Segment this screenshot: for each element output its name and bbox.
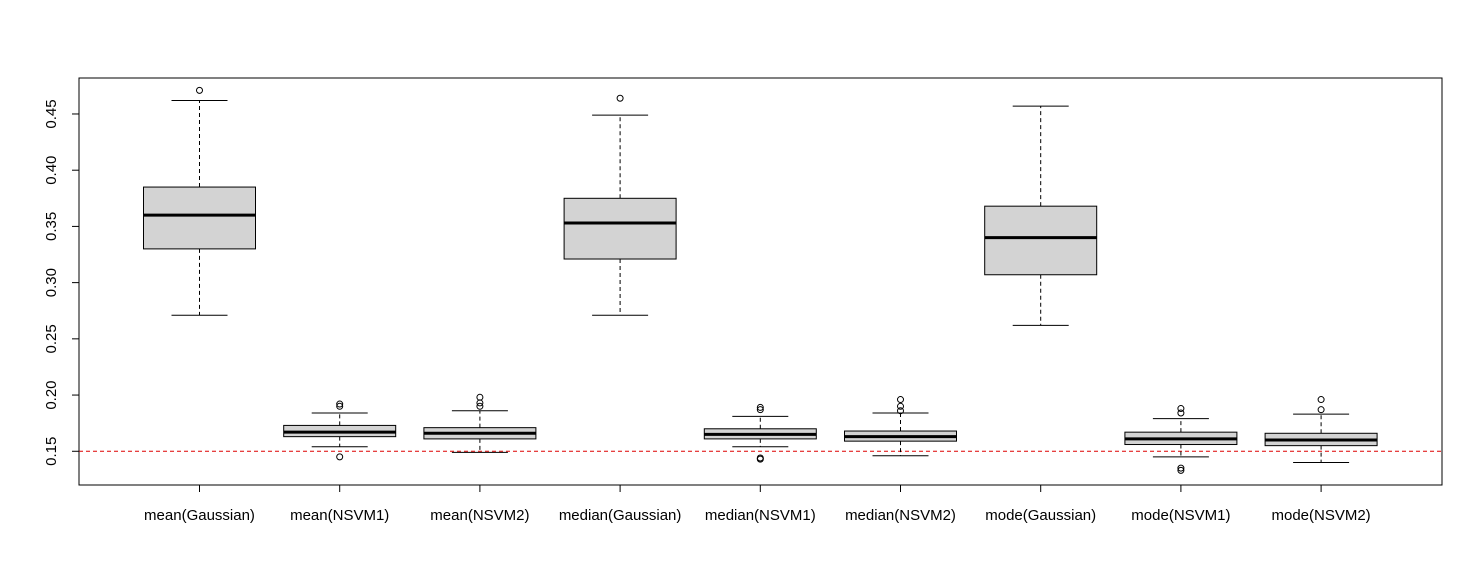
outlier-point <box>756 406 764 414</box>
x-tick-label: median(Gaussian) <box>559 507 682 524</box>
y-tick-label: 0.45 <box>43 99 60 128</box>
x-axis: mean(Gaussian) mean(NSVM1) mean(NSVM2) medi… <box>144 485 1371 524</box>
outlier-point <box>1177 464 1185 472</box>
y-tick-label: 0.25 <box>43 324 60 353</box>
box-group <box>283 400 397 461</box>
outlier-point <box>476 399 484 407</box>
outlier-point <box>336 453 344 461</box>
y-tick-label: 0.40 <box>43 156 60 185</box>
outlier-point <box>1177 409 1185 417</box>
x-tick-label: mode(NSVM1) <box>1131 507 1230 524</box>
outlier-point <box>1177 466 1185 474</box>
outlier-point <box>476 402 484 410</box>
x-tick-label: mode(Gaussian) <box>985 507 1096 524</box>
x-tick-label: median(NSVM2) <box>845 507 956 524</box>
box-group <box>563 94 677 316</box>
plot-frame <box>78 77 1443 486</box>
outlier-point <box>336 400 344 408</box>
box-group <box>143 86 256 316</box>
box-iqr <box>563 197 677 260</box>
x-tick-label: mode(NSVM2) <box>1271 507 1370 524</box>
outlier-point <box>476 393 484 401</box>
outlier-point <box>196 86 203 94</box>
outlier-point <box>756 455 764 463</box>
box-group <box>1124 405 1238 474</box>
y-tick-label: 0.20 <box>43 380 60 409</box>
box-group <box>844 396 957 457</box>
outlier-point <box>1317 396 1325 404</box>
box-group <box>1264 396 1378 464</box>
y-tick-label: 0.30 <box>43 268 60 297</box>
outlier-point <box>897 396 904 404</box>
outlier-point <box>1317 406 1325 414</box>
outlier-point <box>1177 405 1185 413</box>
x-tick-label: mean(NSVM2) <box>430 507 529 524</box>
y-tick-label: 0.35 <box>43 212 60 241</box>
box-iqr <box>984 205 1098 276</box>
y-axis: 0.15 0.20 0.25 0.30 0.35 0.40 0.45 <box>43 99 80 466</box>
box-group <box>984 105 1098 326</box>
outlier-point <box>897 402 904 410</box>
outlier-point <box>336 402 344 410</box>
outlier-point <box>897 407 904 415</box>
box-iqr <box>143 186 256 250</box>
boxes-layer <box>143 86 1378 474</box>
x-tick-label: mean(Gaussian) <box>144 507 255 524</box>
x-tick-label: mean(NSVM1) <box>290 507 389 524</box>
box-group <box>703 403 817 463</box>
box-group <box>423 393 537 453</box>
x-tick-label: median(NSVM1) <box>705 507 816 524</box>
y-tick-label: 0.15 <box>43 437 60 466</box>
outlier-point <box>756 403 764 411</box>
outlier-point <box>616 94 624 102</box>
